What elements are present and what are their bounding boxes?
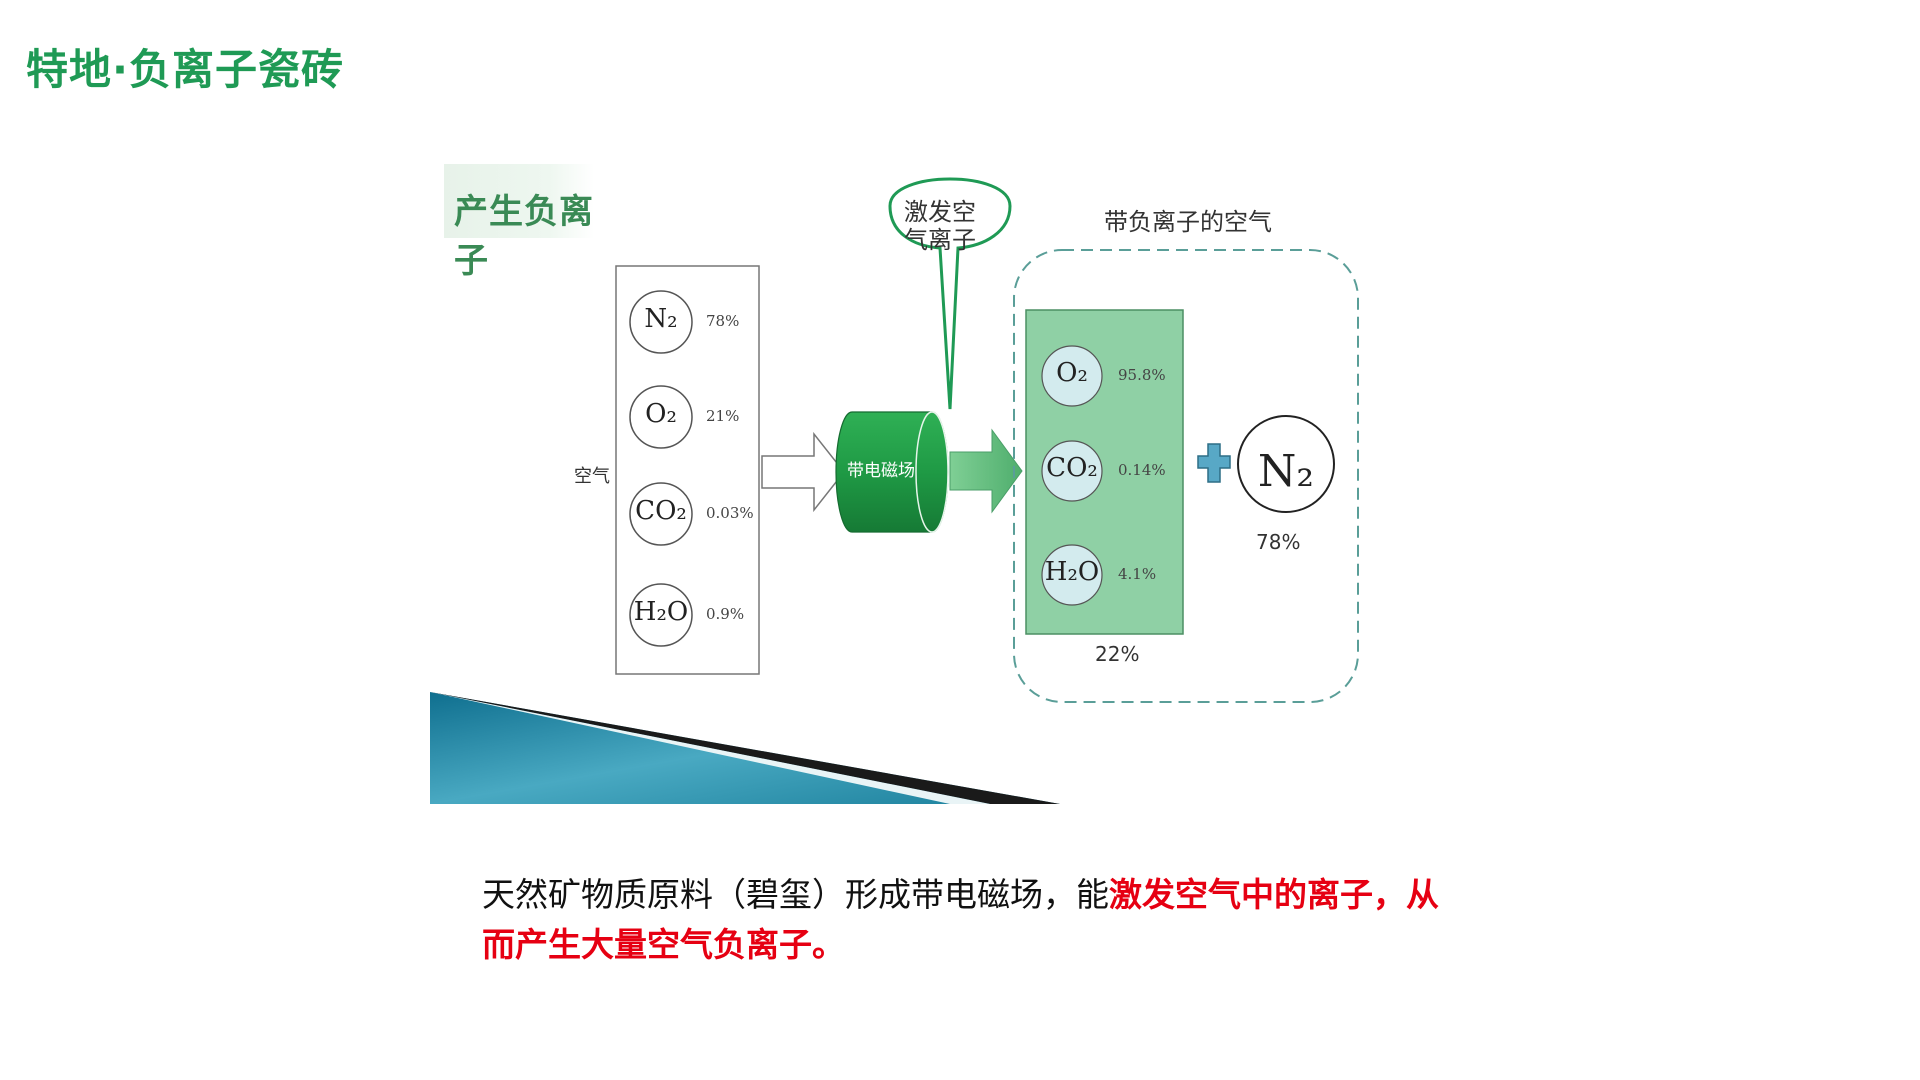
excited-molecule-percent: 4.1% [1118,565,1157,583]
nitrogen-circle [1237,415,1335,513]
section-tag-label: 产生负离子 [454,192,594,281]
speech-bubble [888,177,1012,410]
caption-text: 天然矿物质原料（碧玺）形成带电磁场，能激发空气中的离子，从而产生大量空气负离子。 [482,870,1442,970]
input-molecule-formula: N₂ [644,304,678,334]
input-molecule-percent: 78% [706,312,740,330]
input-molecule-percent: 0.9% [706,605,745,623]
input-molecule-formula: H₂O [633,597,689,627]
excited-molecule-formula: CO₂ [1046,453,1098,483]
corner-wave-decoration [430,692,1060,804]
excited-molecule-formula: O₂ [1056,358,1088,388]
nitrogen-formula: N₂ [1257,446,1315,497]
input-molecule-circles [629,290,693,647]
green-arrow [949,428,1023,514]
negative-air-boundary [1013,249,1359,703]
excited-molecule-percent: 95.8% [1118,366,1166,384]
excited-total-percent: 22% [1095,642,1140,666]
excited-molecule-formula: H₂O [1044,557,1100,587]
negative-air-title: 带负离子的空气 [1104,208,1272,236]
excited-molecule-circles [1041,345,1103,606]
caption-highlight: 激发空气中的离子，从而产生大量空气负离子。 [482,875,1439,964]
field-label: 带电磁场 [847,461,915,481]
input-molecule-percent: 21% [706,407,740,425]
excited-molecule-percent: 0.14% [1118,461,1166,479]
ion-generation-figure: 产生负离子 空气 带负离子的空气 激发空 气离子 带电磁场 N₂ 78% O₂ 21%… [430,164,1370,804]
bubble-text-line-2: 气离子 [904,226,976,254]
section-tag: 产生负离子 [444,164,594,281]
caption-plain: 天然矿物质原料（碧玺）形成带电磁场，能 [482,875,1109,914]
hollow-arrow [761,431,845,513]
nitrogen-percent: 78% [1256,530,1301,554]
air-label: 空气 [574,466,610,487]
electromagnetic-field-cylinder [835,411,949,533]
bubble-text-line-1: 激发空 [904,198,976,226]
input-molecule-formula: CO₂ [635,496,687,526]
figure-drawing [430,177,1359,804]
plus-icon [1197,443,1231,483]
input-molecule-formula: O₂ [645,399,677,429]
page-title: 特地·负离子瓷砖 [26,45,344,94]
input-molecule-percent: 0.03% [706,504,754,522]
